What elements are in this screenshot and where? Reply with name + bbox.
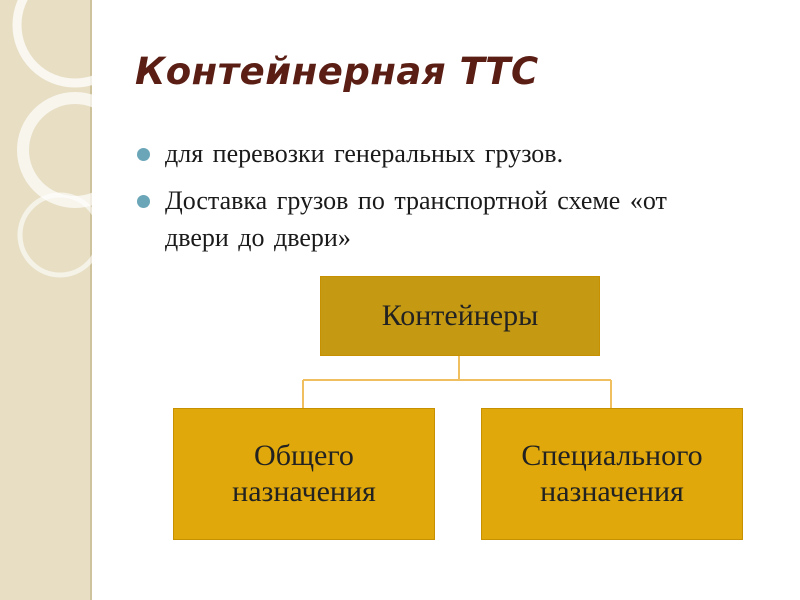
bullet-item: для перевозки генеральных грузов. [135,135,735,172]
child-label-line2: назначения [540,475,684,508]
bullet-list: для перевозки генеральных грузов. Достав… [135,135,735,266]
child-label-line2: назначения [232,475,376,508]
bullet-dot-icon [137,148,150,161]
bullet-text: Доставка грузов по транспортной схеме «о… [165,186,667,252]
bullet-item: Доставка грузов по транспортной схеме «о… [135,182,735,256]
bullet-dot-icon [137,195,150,208]
diagram-child-general: Общего назначения [173,408,435,540]
slide-title: Контейнерная ТТС [135,50,539,93]
diagram-root-box: Контейнеры [320,276,600,356]
root-label: Контейнеры [381,299,539,332]
side-rule [90,0,92,600]
diagram-child-special: Специального назначения [481,408,743,540]
decorative-rings [12,0,138,278]
child-label-line1: Общего [254,439,354,472]
child-label-line1: Специального [521,439,703,472]
bullet-text: для перевозки генеральных грузов. [165,139,564,168]
